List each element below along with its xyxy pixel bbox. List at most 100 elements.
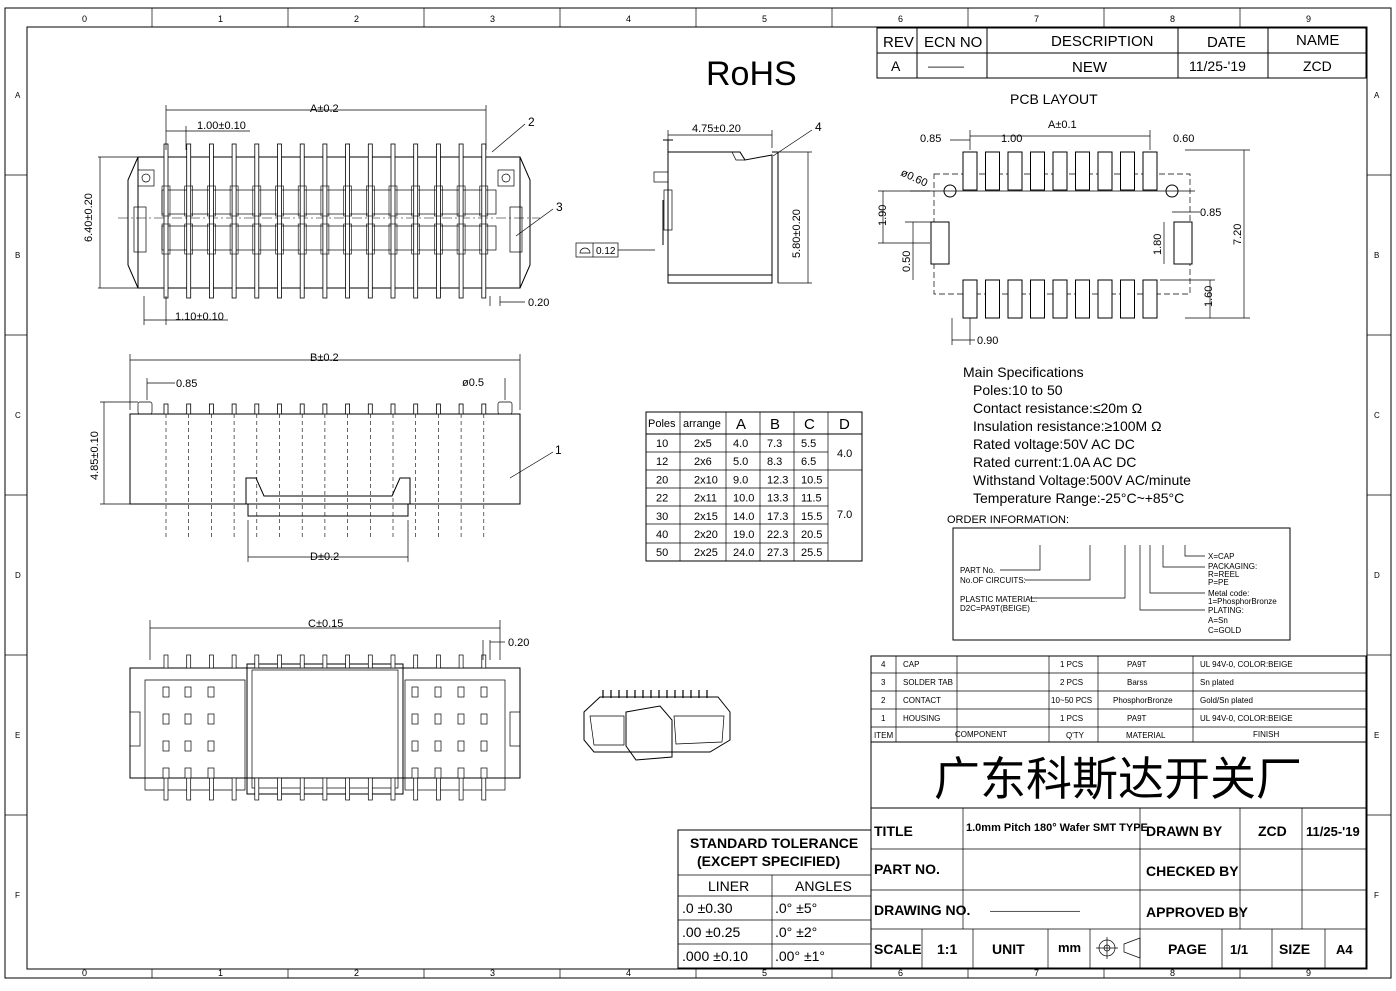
bottom-contact [457, 686, 465, 698]
front-view: B±0.2 0.85 ø0.5 4.85±0.10 D±0.2 1 [89, 352, 562, 563]
pcb-pad-bottom [1075, 279, 1090, 319]
col-a-header: A [736, 416, 746, 433]
grid-col-3: 3 [490, 14, 495, 24]
pcb-title: PCB LAYOUT [1010, 91, 1098, 107]
bottom-pin-top [390, 654, 396, 669]
bottom-contact [411, 686, 419, 698]
grid-row-d: D [15, 571, 21, 580]
bottom-pin-bottom [209, 777, 214, 801]
pcb-pad-top [1097, 151, 1113, 191]
grid-col-9: 9 [1306, 14, 1311, 24]
top-pin-slot [252, 185, 262, 217]
top-pin [481, 143, 487, 299]
pcb-dim-190: 1.90 [877, 205, 889, 226]
bottom-pin-bottom [163, 777, 169, 801]
pcb-pad-top [1030, 151, 1045, 191]
bottom-pin-top [209, 654, 214, 669]
bottom-pin-top [163, 654, 169, 669]
bottom-contact [207, 713, 215, 725]
order-circuits: No.OF CIRCUITS: [960, 576, 1026, 585]
bottom-contact [207, 686, 215, 698]
grid-row-c: C [15, 411, 21, 420]
bom-material-header: MATERIAL [1126, 731, 1166, 740]
spec-poles: Poles:10 to 50 [973, 382, 1063, 398]
grid-col-6-bottom: 6 [898, 968, 903, 978]
bottom-pin-bottom [299, 777, 305, 801]
front-pin [254, 403, 260, 415]
pcb-layout: PCB LAYOUT A±0.1 0.85 1.00 0.60 ø0.60 1.… [877, 91, 1250, 347]
top-pin-slot [184, 185, 193, 217]
order-part-no: PART No. [960, 566, 995, 575]
pcb-pad-top [1142, 151, 1158, 191]
tolerance-title: STANDARD TOLERANCE [690, 835, 858, 851]
top-pin-slot [434, 185, 443, 217]
top-pin-slot [365, 185, 375, 217]
pcb-pad-bottom [1097, 279, 1113, 319]
bom-cell: UL 94V-0, COLOR:BEIGE [1200, 660, 1293, 669]
drawing-no-value: ————————— [990, 906, 1080, 917]
dim-020-top: 0.20 [528, 297, 549, 309]
grid-row-b-right: B [1374, 251, 1379, 260]
bottom-pin-top [345, 654, 350, 669]
bottom-contact [434, 686, 442, 698]
top-pin [458, 143, 464, 299]
bottom-pin-bottom [390, 777, 396, 801]
front-pin [390, 403, 396, 415]
poles-cell: 2x20 [694, 529, 718, 541]
bom-finish-header: FINISH [1253, 730, 1279, 739]
tol-angle-3: .00° ±1° [775, 948, 825, 964]
pcb-pad-top [1007, 151, 1023, 191]
spec-voltage: Rated voltage:50V AC DC [973, 436, 1135, 452]
order-title: ORDER INFORMATION: [947, 514, 1069, 526]
isometric-view [583, 690, 731, 761]
grid-ticks [5, 8, 1391, 978]
bom-cell: 2 [881, 696, 886, 705]
order-plastic-code: D2C=PA9T(BEIGE) [960, 604, 1030, 613]
tol-liner-3: .000 ±0.10 [682, 948, 748, 964]
top-pin-slot [297, 223, 307, 255]
grid-col-6: 6 [898, 14, 903, 24]
grid-row-labels: A B C D E F A B C D E F [15, 91, 1380, 900]
projection-symbol-icon [1096, 937, 1141, 959]
bottom-contact [434, 740, 442, 752]
poles-cell: 40 [656, 529, 668, 541]
bottom-pin-top [436, 654, 441, 669]
size-value: A4 [1336, 942, 1353, 957]
unit-value: mm [1058, 940, 1081, 955]
pcb-dim-085-right: 0.85 [1200, 207, 1221, 219]
col-d-header: D [839, 416, 850, 433]
order-gold: C=GOLD [1208, 626, 1241, 635]
top-pin-slot [343, 185, 352, 217]
pcb-pad-top [1120, 151, 1135, 191]
grid-col-7-bottom: 7 [1034, 968, 1039, 978]
poles-cell: 2x6 [694, 456, 712, 468]
top-pin-slot [275, 185, 284, 217]
checked-by-label: CHECKED BY [1146, 863, 1239, 879]
grid-col-labels-top: 0 1 2 3 4 5 6 7 8 9 [82, 14, 1311, 24]
bottom-contact [162, 740, 170, 752]
top-pin-slot [343, 223, 352, 255]
pcb-pad-bottom [1120, 279, 1135, 319]
bottom-contact [434, 767, 442, 779]
bottom-pin-top [458, 654, 464, 669]
dim-pin-dia: ø0.5 [462, 377, 484, 389]
front-pin [345, 403, 351, 415]
tol-angle-1: .0° ±5° [775, 900, 817, 916]
pcb-dim-085-left: 0.85 [920, 133, 941, 145]
unit-label: UNIT [992, 941, 1025, 957]
outer-border [4, 7, 1392, 979]
top-pin [254, 143, 260, 299]
liner-header: LINER [708, 878, 749, 894]
pcb-dim-060: 0.60 [1173, 133, 1194, 145]
poles-cell: 30 [656, 511, 668, 523]
bom-cell: PhosphorBronze [1113, 696, 1173, 705]
top-pin-slot [456, 185, 466, 217]
tolerance-block: STANDARD TOLERANCE (EXCEPT SPECIFIED) LI… [677, 829, 872, 969]
front-pin [435, 403, 441, 415]
bom-component-header: COMPONENT [955, 730, 1007, 739]
dim-a: A±0.2 [310, 103, 339, 115]
bottom-view-pins [162, 654, 488, 801]
pcb-dim-hole: ø0.60 [899, 167, 930, 190]
grid-col-8: 8 [1170, 14, 1175, 24]
